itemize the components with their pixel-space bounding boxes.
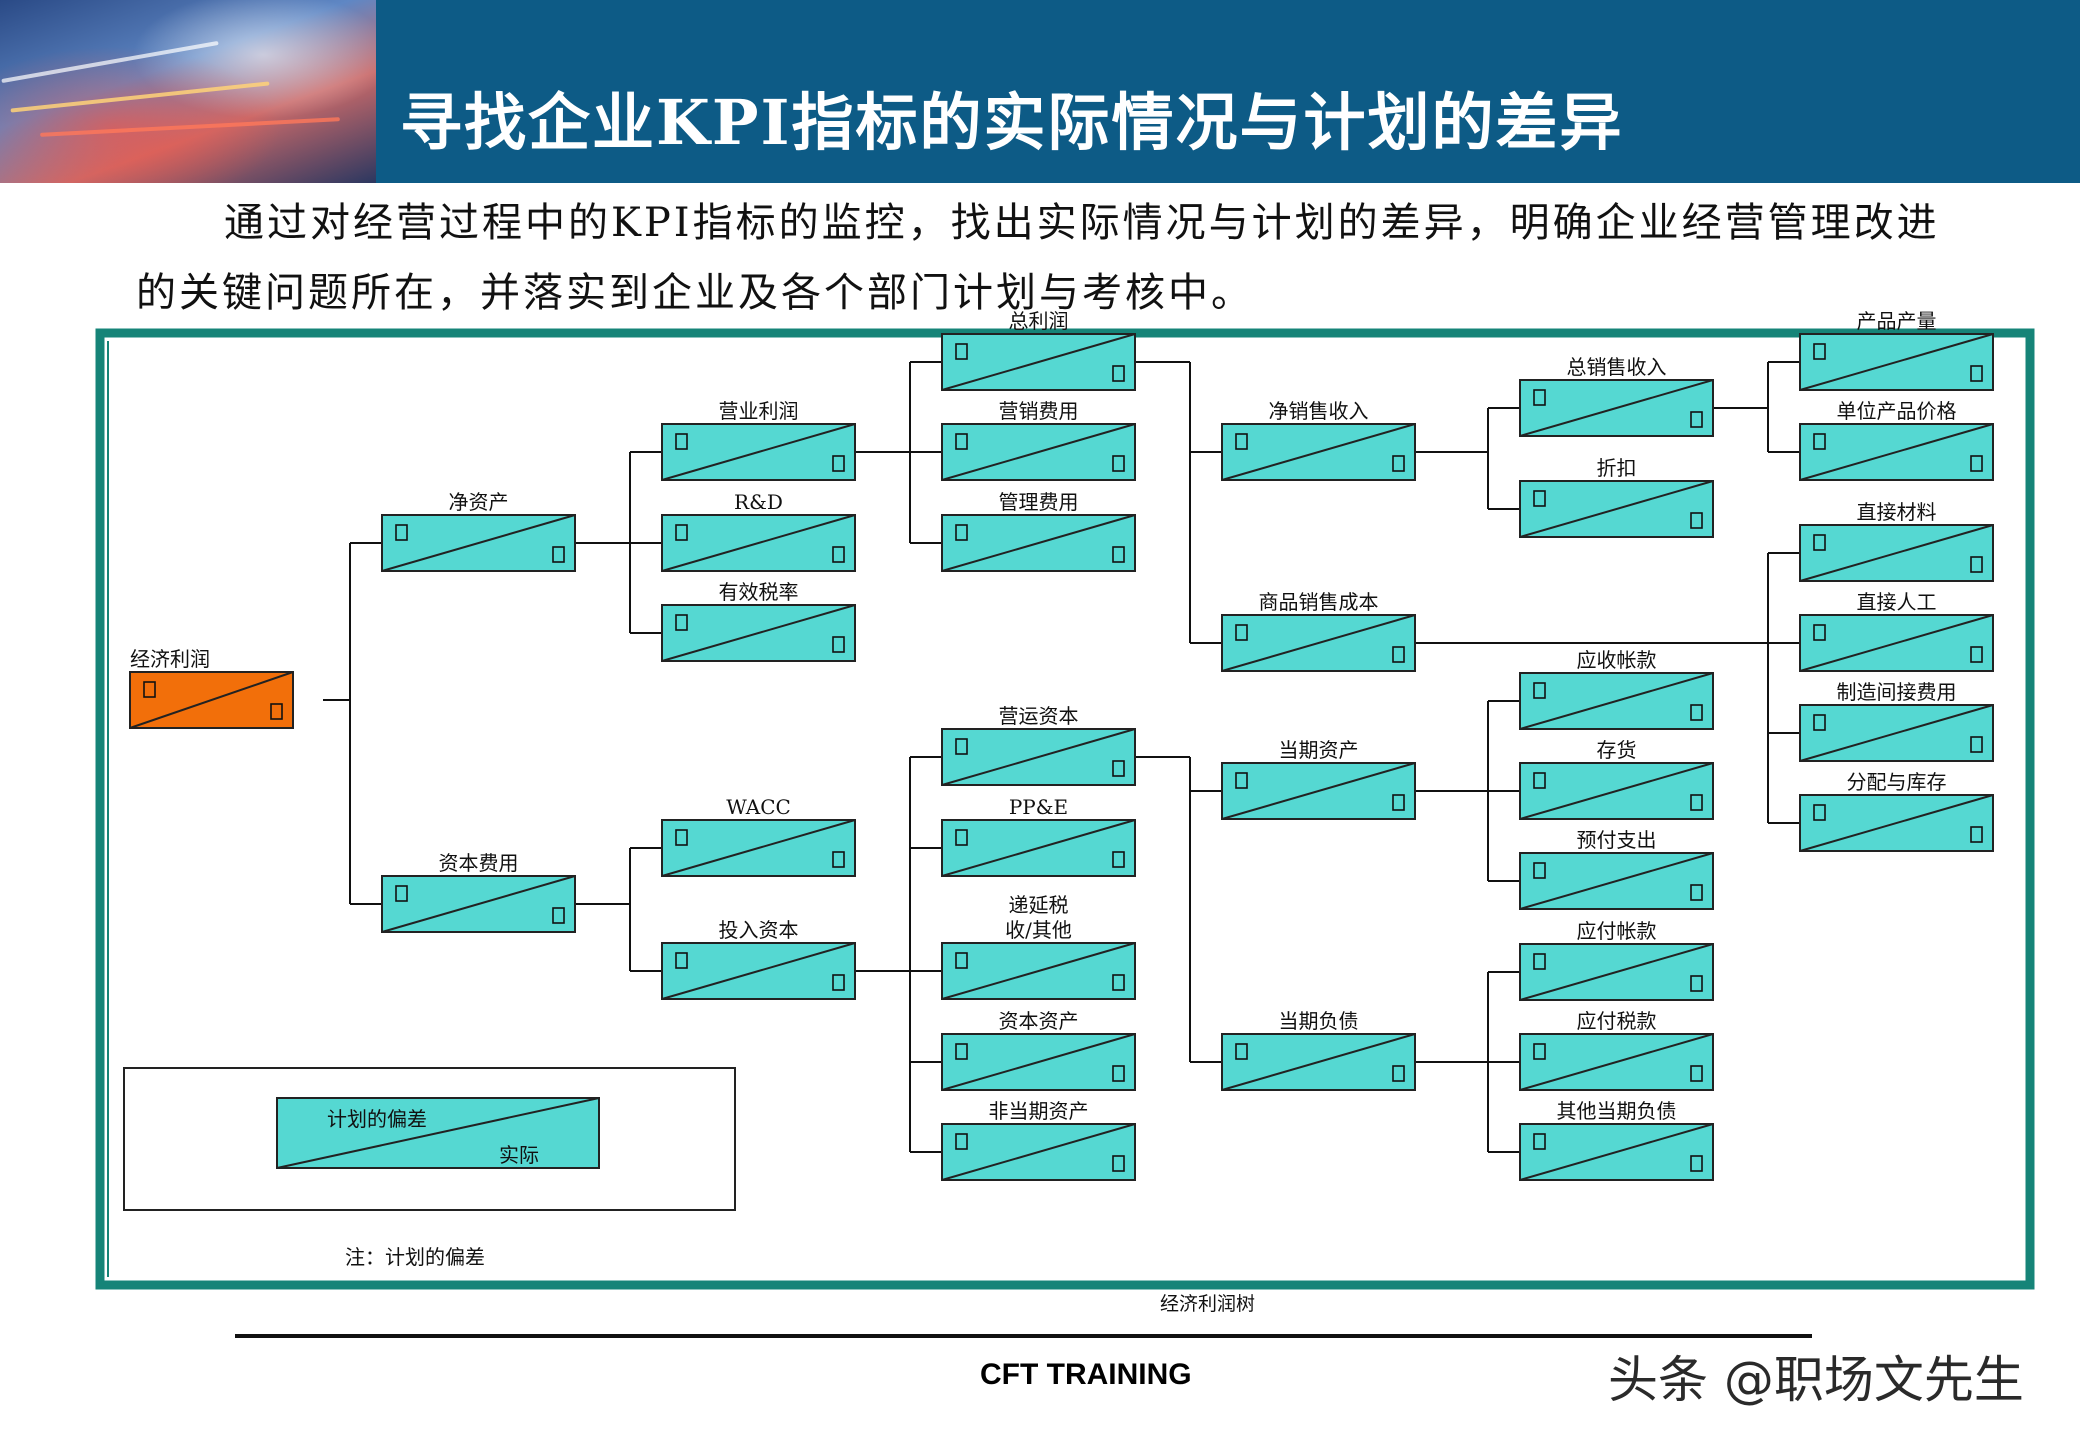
node-label: 当期负债 <box>1279 1009 1359 1033</box>
node-admin: 管理费用 <box>942 490 1135 571</box>
node-label: PP&E <box>1009 795 1068 819</box>
node-label: 资本资产 <box>999 1009 1079 1033</box>
node-label: 管理费用 <box>999 490 1079 514</box>
node-deferred-tax: 递延税收/其他 <box>942 893 1135 999</box>
node-cogs: 商品销售成本 <box>1222 590 1415 671</box>
node-label: 分配与库存 <box>1847 770 1947 794</box>
node-label: 有效税率 <box>719 580 799 604</box>
node-gross-profit: 总利润 <box>942 309 1135 390</box>
node-label: 应付帐款 <box>1577 919 1657 943</box>
node-label: 产品产量 <box>1857 309 1937 333</box>
node-label: 总销售收入 <box>1567 355 1667 379</box>
node-marketing: 营销费用 <box>942 399 1135 480</box>
legend-note: 注：计划的偏差 <box>345 1245 485 1269</box>
node-econ-profit: 经济利润 <box>130 647 293 728</box>
node-direct-material: 直接材料 <box>1800 500 1993 581</box>
node-label: 递延税收/其他 <box>1005 893 1072 942</box>
node-label: 应付税款 <box>1577 1009 1657 1033</box>
node-label: R&D <box>734 490 783 514</box>
node-label: 其他当期负债 <box>1557 1099 1677 1123</box>
node-label: 总利润 <box>1009 309 1069 333</box>
node-label: 预付支出 <box>1577 828 1657 852</box>
brand-label: CFT TRAINING <box>980 1358 1192 1392</box>
node-label: 营业利润 <box>719 399 799 423</box>
node-net-sales: 净销售收入 <box>1222 399 1415 480</box>
node-net-assets: 净资产 <box>382 490 575 571</box>
node-direct-labor: 直接人工 <box>1800 590 1993 671</box>
node-label: 商品销售成本 <box>1259 590 1379 614</box>
node-ppe: PP&E <box>942 795 1135 876</box>
node-tax-payable: 应付税款 <box>1520 1009 1713 1090</box>
node-working-capital: 营运资本 <box>942 704 1135 785</box>
node-capital-cost: 资本费用 <box>382 851 575 932</box>
node-payables: 应付帐款 <box>1520 919 1713 1000</box>
node-receivables: 应收帐款 <box>1520 648 1713 729</box>
node-label: 制造间接费用 <box>1837 680 1957 704</box>
node-total-sales: 总销售收入 <box>1520 355 1713 436</box>
node-discount: 折扣 <box>1520 456 1713 537</box>
node-wacc: WACC <box>662 795 855 876</box>
node-output: 产品产量 <box>1800 309 1993 390</box>
node-label: 净销售收入 <box>1269 399 1369 423</box>
node-label: 当期资产 <box>1279 738 1359 762</box>
node-unit-price: 单位产品价格 <box>1800 399 1993 480</box>
node-label: 营销费用 <box>999 399 1079 423</box>
node-mfg-overhead: 制造间接费用 <box>1800 680 1993 761</box>
node-noncurrent-assets: 非当期资产 <box>942 1099 1135 1180</box>
node-inventory: 存货 <box>1520 738 1713 819</box>
node-label: WACC <box>726 795 791 819</box>
node-other-liab: 其他当期负债 <box>1520 1099 1713 1180</box>
node-label: 经济利润 <box>130 647 210 671</box>
node-label: 资本费用 <box>439 851 519 875</box>
node-op-profit: 营业利润 <box>662 399 855 480</box>
node-label: 存货 <box>1597 738 1637 762</box>
node-invested-capital: 投入资本 <box>662 918 855 999</box>
node-rd: R&D <box>662 490 855 571</box>
node-label: 直接人工 <box>1857 590 1937 614</box>
node-label: 净资产 <box>449 490 509 514</box>
node-distribution: 分配与库存 <box>1800 770 1993 851</box>
node-label: 投入资本 <box>719 918 799 942</box>
node-label: 折扣 <box>1597 456 1637 480</box>
watermark: 头条 @职场文先生 <box>1608 1340 2024 1412</box>
node-capital-assets: 资本资产 <box>942 1009 1135 1090</box>
node-label: 营运资本 <box>999 704 1079 728</box>
node-label: 非当期资产 <box>989 1099 1089 1123</box>
legend-plan-label: 计划的偏差 <box>327 1107 427 1131</box>
node-prepaid: 预付支出 <box>1520 828 1713 909</box>
node-tax-rate: 有效税率 <box>662 580 855 661</box>
node-label: 应收帐款 <box>1577 648 1657 672</box>
diagram-caption: 经济利润树 <box>1160 1293 1255 1315</box>
node-label: 直接材料 <box>1857 500 1937 524</box>
node-label: 单位产品价格 <box>1837 399 1957 423</box>
legend-actual-label: 实际 <box>499 1143 539 1167</box>
node-current-assets: 当期资产 <box>1222 738 1415 819</box>
node-current-liab: 当期负债 <box>1222 1009 1415 1090</box>
